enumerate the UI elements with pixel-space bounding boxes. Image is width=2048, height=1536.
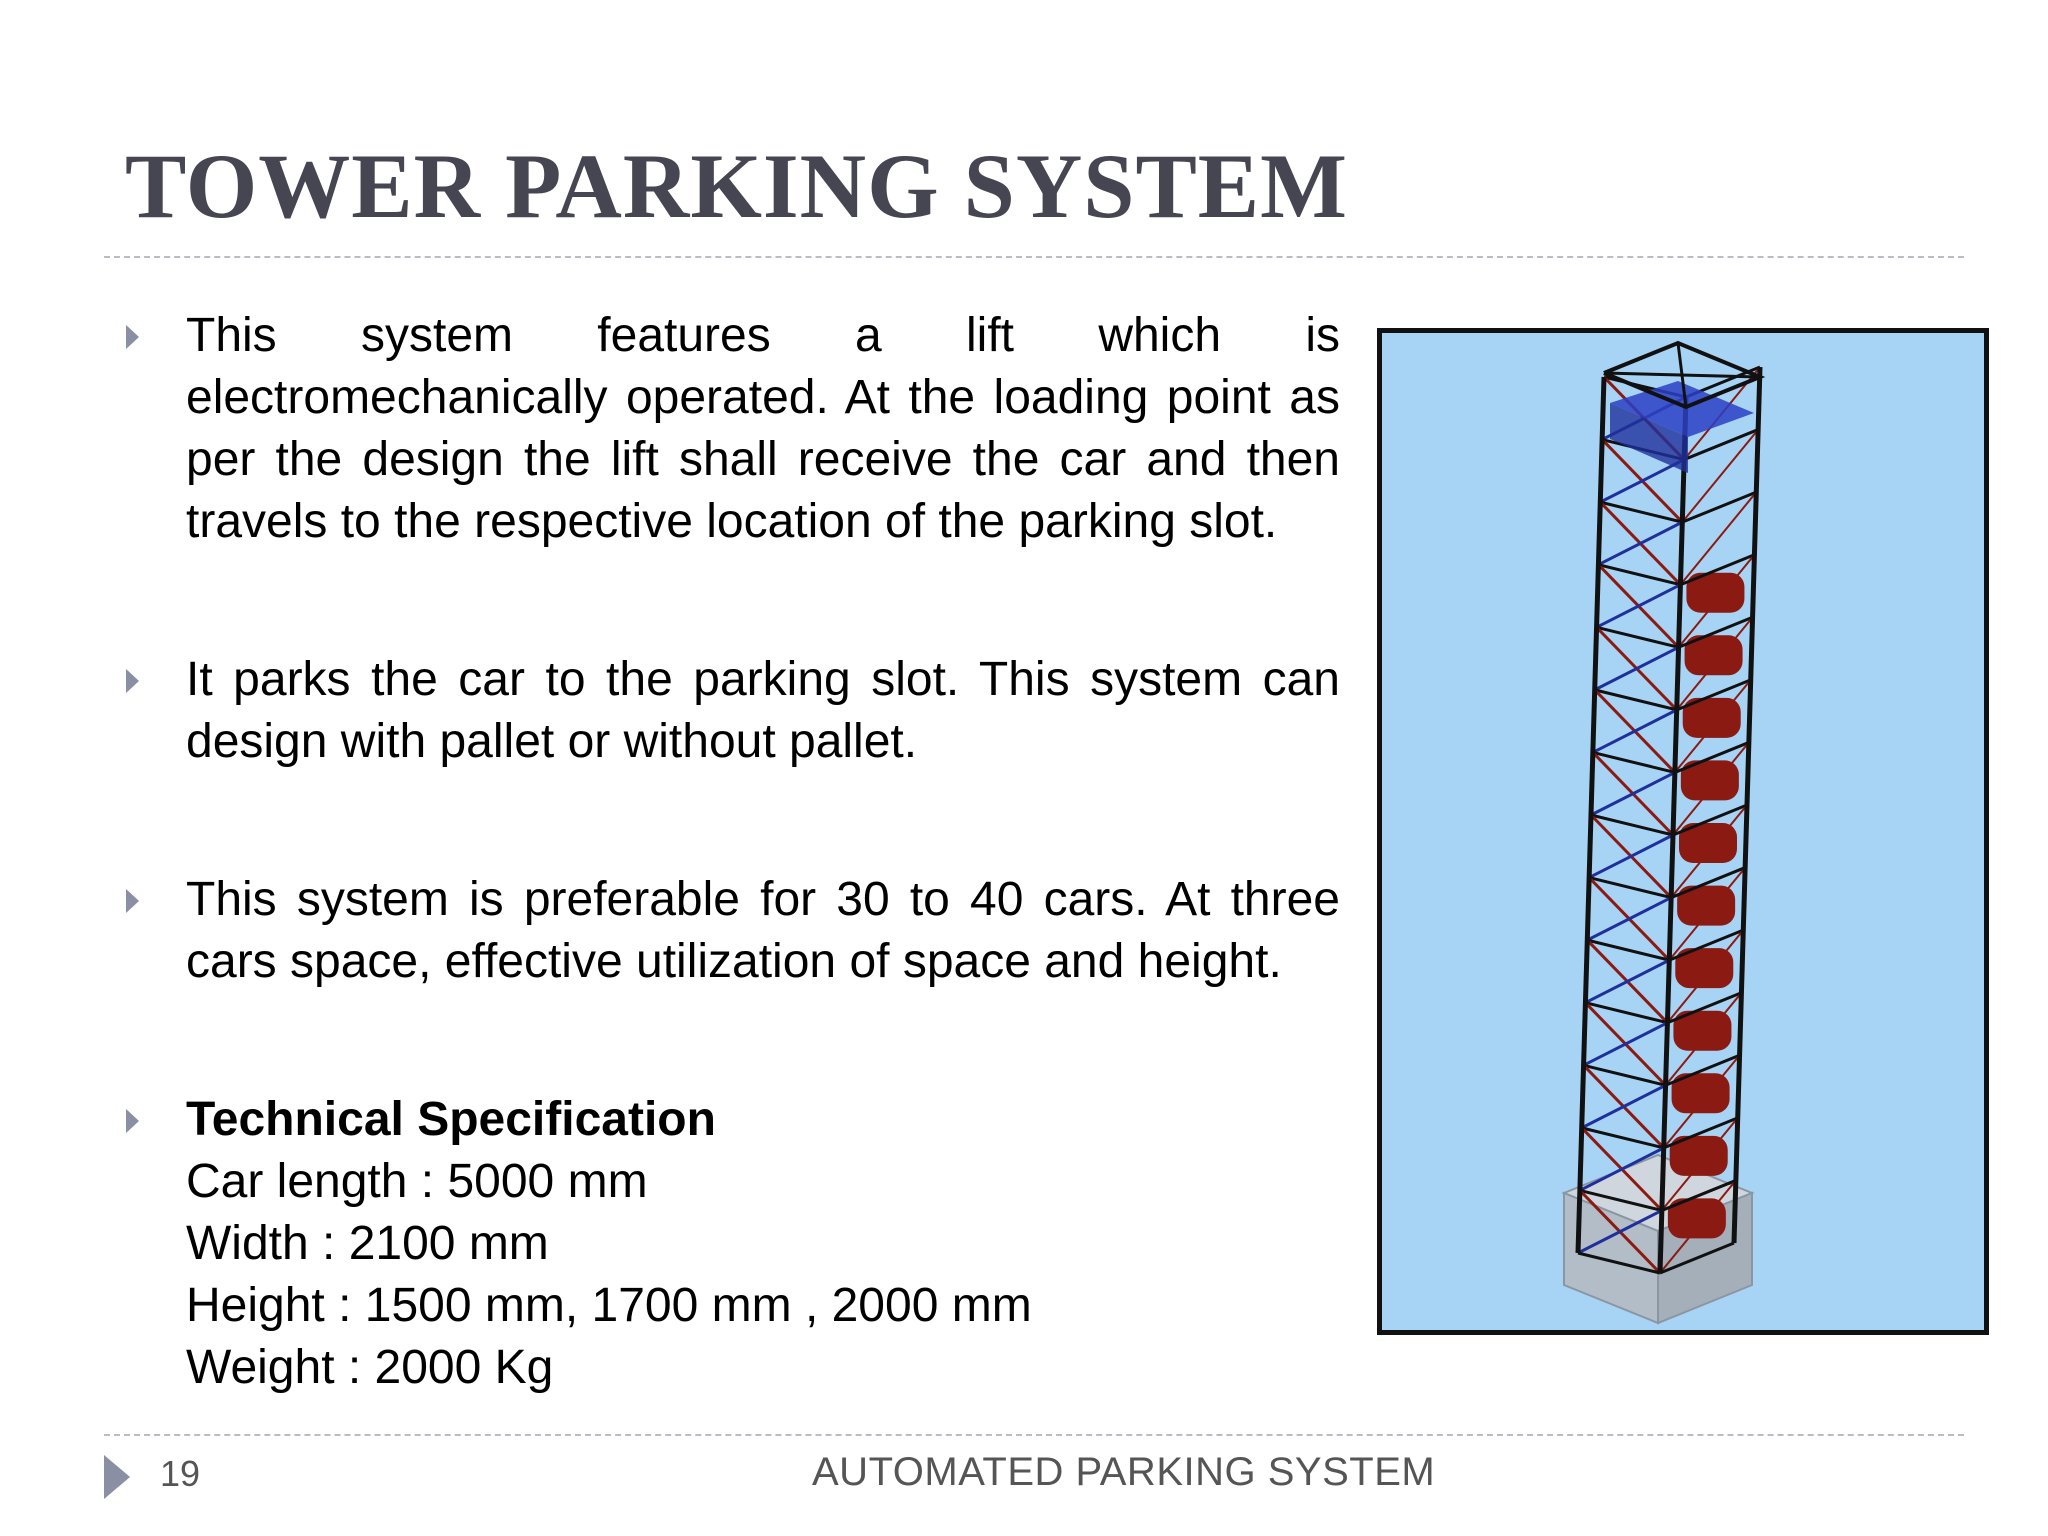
frame-beam: [1596, 625, 1679, 649]
frame-beam: [1668, 928, 1744, 962]
frame-beam: [1676, 678, 1752, 712]
frame-beam: [1670, 866, 1746, 899]
bullet-text: This system features a lift which is ele…: [186, 309, 1340, 548]
parked-cars: [1667, 572, 1745, 1239]
triangle-right-icon: [126, 889, 139, 913]
frame-beam: [1672, 803, 1748, 837]
frame-beam: [1599, 500, 1683, 524]
frame-diagonal: [1584, 958, 1670, 1005]
frame-beam: [1659, 1241, 1735, 1275]
bullet-text: It parks the car to the parking slot. Th…: [186, 653, 1340, 768]
bullet-text: This system is preferable for 30 to 40 c…: [186, 873, 1340, 988]
frame-diagonal: [1670, 804, 1748, 899]
frame-diagonal: [1595, 583, 1682, 629]
footer-title: AUTOMATED PARKING SYSTEM: [812, 1450, 1436, 1494]
bullet-item: It parks the car to the parking slot. Th…: [120, 649, 1340, 773]
frame-beam: [1683, 428, 1759, 461]
frame-beam: [1577, 1251, 1661, 1275]
frame-beam: [1681, 490, 1757, 524]
slide-title: TOWER PARKING SYSTEM: [125, 135, 1349, 237]
frame-beam: [1663, 1116, 1739, 1150]
frame-beam: [1666, 991, 1742, 1025]
frame-diagonal: [1588, 833, 1674, 879]
triangle-right-icon: [126, 1109, 139, 1133]
frame-diagonal: [1662, 1054, 1741, 1149]
frame-diagonal: [1672, 741, 1750, 836]
lift-machinery-side: [1610, 403, 1688, 473]
frame-diagonal: [1661, 1117, 1739, 1212]
tower-parking-illustration: [1377, 328, 1989, 1335]
title-divider: [104, 256, 1964, 258]
parked-car: [1675, 948, 1734, 989]
parked-car: [1677, 885, 1736, 926]
spec-width: Width : 2100 mm: [186, 1217, 549, 1270]
parked-car: [1684, 635, 1743, 676]
triangle-right-icon: [126, 325, 139, 349]
frame-diagonal: [1590, 771, 1676, 817]
frame-diagonal: [1679, 491, 1758, 586]
triangle-right-icon: [126, 669, 139, 693]
tower-frame: [1575, 365, 1763, 1275]
bullet-item-spec: Technical Specification Car length : 500…: [120, 1089, 1340, 1399]
frame-beam: [1598, 563, 1681, 587]
frame-diagonal: [1579, 1146, 1665, 1192]
frame-column: [1657, 396, 1689, 1274]
frame-diagonal: [1582, 1021, 1669, 1067]
spec-height: Height : 1500 mm, 1700 mm , 2000 mm: [186, 1279, 1032, 1332]
frame-beam: [1590, 813, 1674, 837]
parked-car: [1673, 1010, 1732, 1051]
frame-beam: [1581, 1126, 1665, 1150]
frame-diagonal: [1581, 1083, 1667, 1130]
parked-car: [1686, 572, 1745, 613]
frame-diagonal: [1659, 1179, 1737, 1274]
frame-beam: [1661, 1179, 1737, 1212]
bullet-list: This system features a lift which is ele…: [120, 305, 1340, 1399]
frame-diagonal: [1599, 458, 1685, 504]
frame-diagonal: [1681, 428, 1759, 523]
frame-diagonal: [1592, 708, 1678, 754]
frame-diagonal: [1675, 616, 1754, 711]
spec-weight: Weight : 2000 Kg: [186, 1341, 554, 1394]
cap-brace: [1676, 342, 1688, 408]
parked-car: [1671, 1073, 1730, 1114]
frame-diagonal: [1597, 520, 1683, 567]
bullet-item: This system features a lift which is ele…: [120, 305, 1340, 553]
parked-car: [1679, 823, 1737, 863]
footer-divider: [104, 1434, 1964, 1436]
spec-heading: Technical Specification: [186, 1093, 716, 1146]
frame-beam: [1588, 876, 1672, 900]
lift-machinery-deck: [1610, 381, 1754, 437]
frame-beam: [1679, 553, 1755, 587]
frame-diagonal: [1664, 992, 1743, 1086]
frame-beam: [1586, 938, 1670, 962]
frame-beam: [1579, 1188, 1663, 1212]
parked-car: [1680, 760, 1739, 801]
frame-beam: [1583, 1063, 1666, 1087]
frame-diagonal: [1668, 866, 1746, 961]
frame-beam: [1665, 1053, 1741, 1087]
frame-beam: [1585, 1001, 1668, 1025]
parked-car: [1682, 697, 1741, 738]
tower-structure-drawing: [1561, 340, 1766, 1325]
frame-diagonal: [1577, 1209, 1663, 1255]
parked-car: [1667, 1198, 1726, 1239]
parked-car: [1669, 1135, 1728, 1176]
triangle-right-icon: [104, 1455, 130, 1499]
frame-column: [1575, 376, 1607, 1254]
frame-diagonal: [1666, 929, 1745, 1024]
frame-column: [1731, 366, 1763, 1244]
frame-beam: [1678, 615, 1754, 649]
page-number: 19: [160, 1453, 201, 1494]
frame-diagonal: [1674, 679, 1752, 774]
spec-car-length: Car length : 5000 mm: [186, 1155, 648, 1208]
frame-diagonal: [1586, 896, 1672, 942]
frame-diagonal: [1594, 645, 1680, 692]
bullet-item: This system is preferable for 30 to 40 c…: [120, 869, 1340, 993]
frame-beam: [1594, 688, 1678, 712]
frame-beam: [1592, 750, 1676, 774]
frame-beam: [1674, 741, 1750, 774]
frame-diagonal: [1677, 554, 1756, 648]
